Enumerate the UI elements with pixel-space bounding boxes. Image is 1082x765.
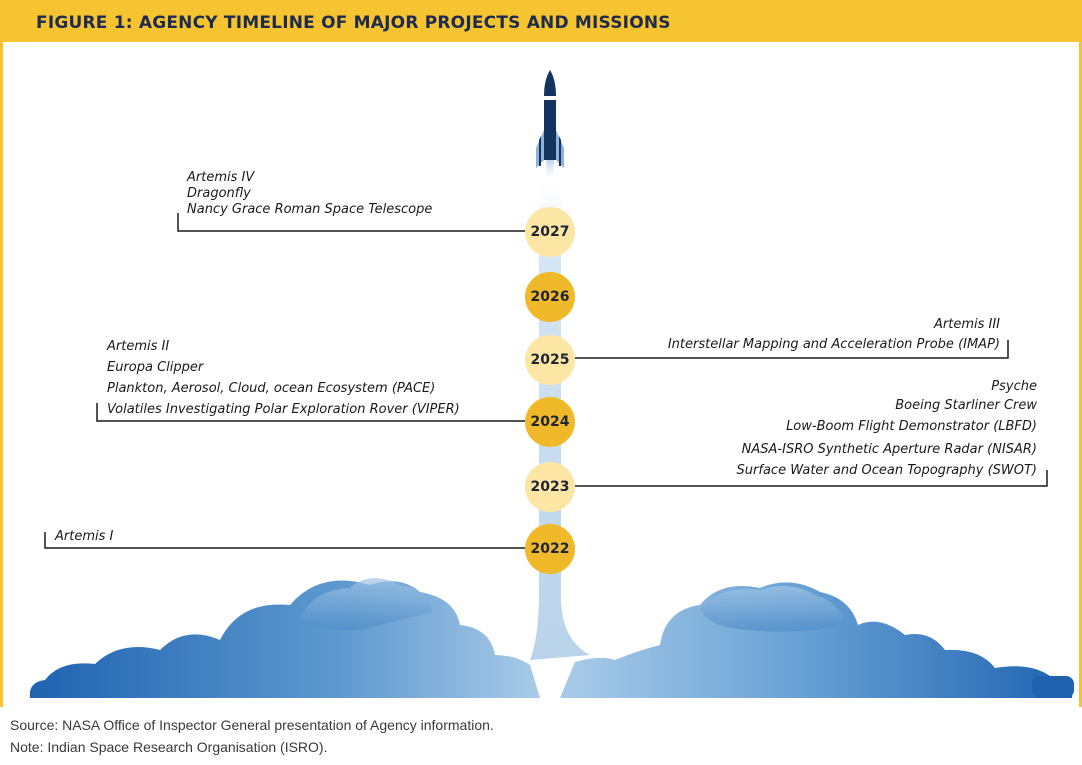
mission-item: Boeing Starliner Crew [895, 398, 1037, 413]
figure-footer: Source: NASA Office of Inspector General… [10, 714, 494, 758]
mission-list-2025: Artemis III Interstellar Mapping and Acc… [668, 317, 1000, 353]
mission-item: Psyche [991, 379, 1037, 394]
year-marker-2022: 2022 [525, 524, 575, 574]
leader-line-2024 [96, 403, 528, 422]
year-label: 2026 [530, 289, 570, 305]
mission-item: Plankton, Aerosol, Cloud, ocean Ecosyste… [107, 381, 436, 396]
mission-item: NASA-ISRO Synthetic Aperture Radar (NISA… [741, 442, 1037, 457]
year-marker-2023: 2023 [525, 462, 575, 512]
leader-lines [44, 213, 1048, 549]
mission-list-2024: Artemis II Europa Clipper Plankton, Aero… [107, 336, 460, 420]
rocket-icon [536, 70, 564, 176]
mission-item: Low-Boom Flight Demonstrator (LBFD) [786, 419, 1037, 434]
leader-line-2025 [572, 340, 1009, 359]
mission-list-2027: Artemis IV Dragonfly Nancy Grace Roman S… [187, 170, 432, 218]
figure-header: FIGURE 1: AGENCY TIMELINE OF MAJOR PROJE… [0, 0, 1082, 42]
year-marker-2025: 2025 [525, 335, 575, 385]
year-label: 2022 [530, 541, 570, 557]
mission-item: Artemis I [55, 529, 114, 544]
mission-item: Nancy Grace Roman Space Telescope [187, 202, 433, 217]
leader-line-2027 [177, 213, 528, 232]
mission-item: Artemis II [107, 339, 170, 354]
mission-list-2023: Psyche Boeing Starliner Crew Low-Boom Fl… [737, 377, 1037, 480]
source-note: Source: NASA Office of Inspector General… [10, 717, 494, 733]
leader-line-2022 [44, 532, 528, 549]
year-label: 2023 [530, 479, 570, 495]
year-marker-2026: 2026 [525, 272, 575, 322]
figure-title: FIGURE 1: AGENCY TIMELINE OF MAJOR PROJE… [36, 13, 671, 33]
mission-item: Artemis III [933, 317, 1000, 332]
year-label: 2025 [530, 352, 570, 368]
mission-item: Europa Clipper [107, 360, 204, 375]
mission-item: Interstellar Mapping and Acceleration Pr… [667, 337, 1000, 352]
mission-item: Surface Water and Ocean Topography (SWOT… [736, 463, 1037, 478]
figure-frame [0, 0, 1082, 707]
mission-item: Artemis IV [187, 170, 255, 185]
mission-item: Volatiles Investigating Polar Exploratio… [107, 402, 460, 417]
year-marker-2027: 2027 [525, 207, 575, 257]
year-marker-2024: 2024 [525, 397, 575, 447]
leader-line-2023 [572, 470, 1048, 487]
mission-item: Dragonfly [187, 186, 251, 201]
year-label: 2027 [530, 224, 570, 240]
cloud-bank [29, 578, 1074, 698]
year-label: 2024 [530, 414, 570, 430]
abbreviation-note: Note: Indian Space Research Organisation… [10, 739, 328, 755]
mission-list-2022: Artemis I [55, 529, 113, 545]
